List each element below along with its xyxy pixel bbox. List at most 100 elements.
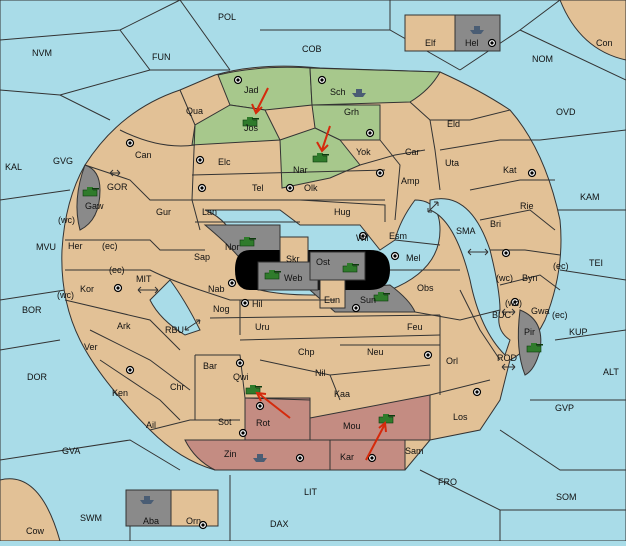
label-web: Web [284,273,302,283]
label-ver: Ver [84,342,98,352]
label-sun: Sun [360,295,376,305]
land-borders [64,89,561,431]
army-unit-icon[interactable] [526,343,543,353]
label-chp: Chp [298,347,315,357]
label-lan: Lan [202,207,217,217]
army-unit-icon[interactable] [245,385,262,395]
label-kar: Kar [340,452,354,462]
move-arrow [251,87,269,115]
supply-center-marker [351,303,361,313]
label-tei: TEI [589,258,603,268]
region-pir[interactable] [517,309,542,376]
label-kup: KUP [569,327,588,337]
label-feu: Feu [407,322,423,332]
supply-center-marker [125,138,135,148]
label-swm: SWM [80,513,102,523]
supply-center-marker [240,298,250,308]
region-orn[interactable] [170,489,219,527]
label-gaw: Gaw [85,201,104,211]
fleet-unit-icon[interactable] [352,89,366,97]
label-nab: Nab [208,284,225,294]
supply-center-marker [423,350,433,360]
label-aba: Aba [143,516,159,526]
move-arrow [365,421,387,461]
army-unit-icon[interactable] [373,292,390,302]
label-lit: LIT [304,487,318,497]
supply-center-marker [238,428,248,438]
region-eun[interactable] [319,279,346,309]
label-pir: Pir [524,327,535,337]
supply-center-marker [295,453,305,463]
label-nar: Nar [293,165,308,175]
supply-center-marker [527,168,537,178]
label-cow: Cow [26,526,45,536]
region-skr[interactable] [279,236,309,263]
label-hil: Hil [252,299,263,309]
fleet-unit-icon[interactable] [140,496,154,504]
label-rbu: RBU [165,325,184,335]
label-nog: Nog [213,304,230,314]
supply-center-marker [235,358,245,368]
label-pol: POL [218,12,236,22]
army-unit-icon[interactable] [242,117,259,127]
region-jad[interactable] [217,66,313,111]
fleet-unit-icon[interactable] [253,454,267,462]
label-qwi: Qwi [233,372,249,382]
label-mou: Mou [343,421,361,431]
label-amp: Amp [401,176,420,186]
label-uru: Uru [255,322,270,332]
label-neu: Neu [367,347,384,357]
label-eld: Eld [447,119,460,129]
label-kor: Kor [80,284,94,294]
label-ec2: (ec) [109,265,125,275]
label-elf: Elf [425,38,436,48]
region-rot[interactable] [244,397,311,444]
label-nvm: NVM [32,48,52,58]
label-bri: Bri [490,219,501,229]
label-con: Con [596,38,613,48]
army-unit-icon[interactable] [82,187,99,197]
label-los: Los [453,412,468,422]
label-wc1: (wc) [58,215,75,225]
label-eun: Eun [324,295,340,305]
supply-center-marker [317,75,327,85]
region-elf[interactable] [404,14,456,52]
supply-center-marker [358,231,368,241]
move-arrow [316,125,331,153]
label-obs: Obs [417,283,434,293]
label-kat: Kat [503,165,517,175]
label-fun: FUN [152,52,171,62]
army-unit-icon[interactable] [239,237,256,247]
channel-arrows [109,169,516,371]
label-jad: Jad [244,85,259,95]
label-yok: Yok [356,147,371,157]
army-unit-icon[interactable] [342,263,359,273]
fleet-unit-icon[interactable] [470,26,484,34]
region-gaw[interactable] [76,164,101,231]
label-tel: Tel [252,183,264,193]
supply-center-marker [125,365,135,375]
label-nil: Nil [315,368,326,378]
label-gor: GOR [107,182,128,192]
supply-center-marker [198,520,208,530]
supply-center-marker [233,75,243,85]
label-ec3: (ec) [553,261,569,271]
label-wil: Wil [356,233,369,243]
army-unit-icon[interactable] [312,153,329,163]
supply-center-marker [195,155,205,165]
label-elc: Elc [218,157,231,167]
supply-center-marker [255,401,265,411]
label-olk: Olk [304,183,318,193]
region-labels: POL COB NVM FUN NOM Con Elf Hel OVD KAL … [5,12,619,536]
label-gva: GVA [62,446,80,456]
supply-centers [113,38,537,530]
army-unit-icon[interactable] [264,270,281,280]
label-ark: Ark [117,321,131,331]
region-kar[interactable] [329,439,406,471]
label-esm: Esm [389,231,407,241]
label-rod: ROD [497,353,518,363]
label-kaa: Kaa [334,389,350,399]
supply-center-marker [197,183,207,193]
label-ec4: (ec) [552,310,568,320]
